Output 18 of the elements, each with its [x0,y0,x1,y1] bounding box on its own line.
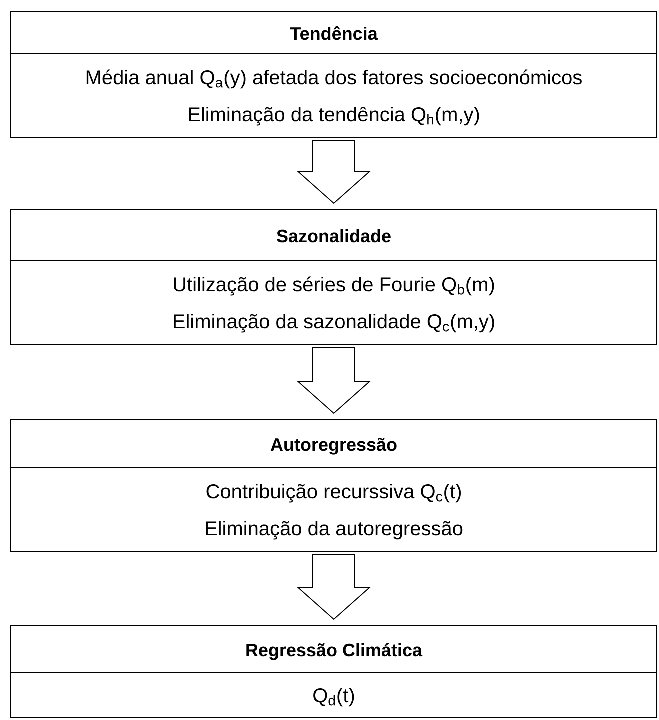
block-arrow [296,554,372,620]
block-arrow [296,347,372,414]
body-text: Eliminação da sazonalidade Q$_{c}$(m,y) [174,314,494,333]
body-text: Utilização de séries de Fourie Q$_{b}$(m) [174,276,494,296]
body-text: Contribuição recurssiva Q$_{c}$(t) [206,484,461,503]
body-text: Média anual Q$_{a}$(y) afetada dos fatores socioeconómicos [86,70,582,89]
process-box [10,420,658,552]
process-box [10,12,658,138]
body-text: Eliminação da autoregressão [206,521,463,540]
body-text: Eliminação da tendência Q$_{h}$(m,y) [189,106,480,126]
box-heading: Regressão Climática [246,643,423,660]
box-heading: Sazonalidade [277,229,391,243]
body-text: Q$_{d}$(t) [314,688,354,707]
box-heading: Tendência [290,26,378,40]
box-heading: Autoregressão [270,438,397,455]
process-box [10,210,658,346]
process-box [10,626,658,718]
block-arrow [296,140,372,204]
